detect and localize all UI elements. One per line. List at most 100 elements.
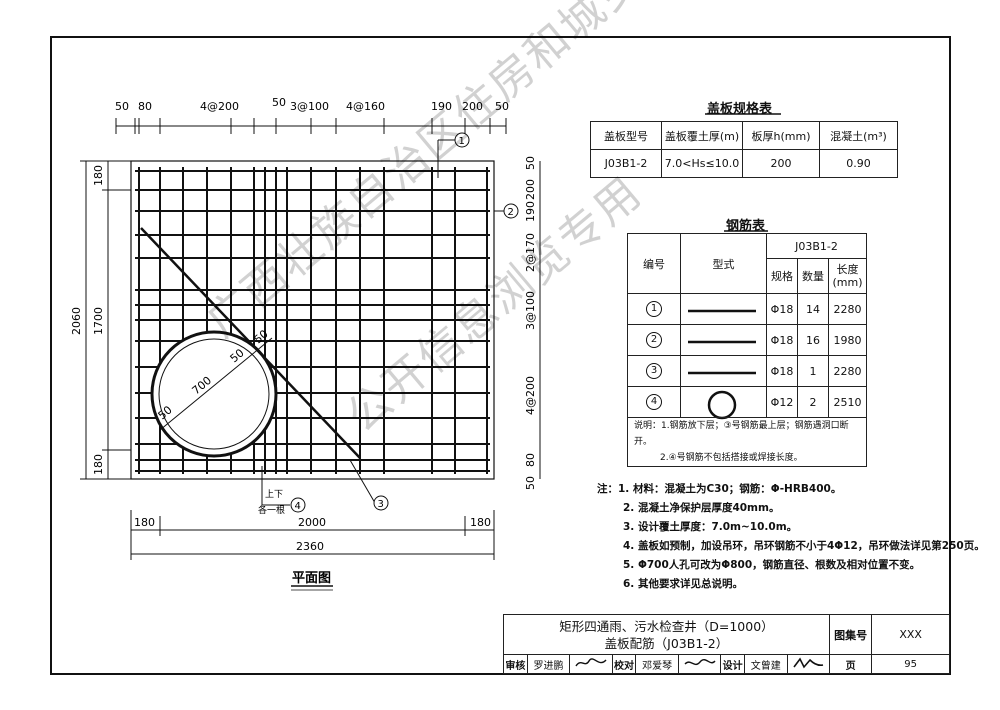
tb-review-sign bbox=[569, 654, 613, 674]
svg-text:1: 1 bbox=[459, 136, 465, 147]
spec-h1: 盖板覆土厚(m) bbox=[661, 121, 743, 150]
dim-right-4: 3@100 bbox=[524, 291, 537, 330]
pull-note-1: 上下 bbox=[265, 489, 283, 500]
note-4: 4. 盖板如预制，加设吊环，吊环钢筋不小于4Φ12，吊环做法详见第250页。 bbox=[623, 540, 985, 552]
rebar-qty-4: 2 bbox=[797, 386, 829, 418]
dim-top-6: 190 bbox=[431, 100, 452, 113]
note-6: 6. 其他要求详见总说明。 bbox=[623, 578, 743, 590]
manhole-inner bbox=[158, 338, 270, 450]
dim-left-total: 2060 bbox=[70, 307, 83, 335]
tb-page-label: 页 bbox=[828, 654, 873, 674]
dim-left-0: 180 bbox=[92, 165, 105, 186]
rebar-no-3: 3 bbox=[627, 355, 681, 387]
rebar-len-2: 1980 bbox=[828, 324, 867, 356]
rebar-h-group: J03B1-2 bbox=[766, 233, 867, 259]
general-notes: 注：1. 材料：混凝土为C30；钢筋：Φ-HRB400。 2. 混凝土净保护层厚… bbox=[597, 480, 985, 594]
rebar-spec-4: Φ12 bbox=[766, 386, 798, 418]
svg-text:3: 3 bbox=[378, 499, 384, 510]
rebar-no-2: 2 bbox=[627, 324, 681, 356]
tb-atlas-no: XXX bbox=[871, 614, 950, 655]
note-5: 5. Φ700人孔可改为Φ800，钢筋直径、根数及相对位置不变。 bbox=[623, 559, 921, 571]
spec-table-title: 盖板规格表 bbox=[707, 102, 773, 117]
rebar-len-4: 2510 bbox=[828, 386, 867, 418]
dim-top-5: 4@160 bbox=[346, 100, 385, 113]
tb-designer: 文曾建 bbox=[744, 654, 788, 674]
rebar-note-2: 2.④号钢筋不包括搭接或焊接长度。 bbox=[660, 453, 803, 463]
dim-right-5: 4@200 bbox=[524, 376, 537, 415]
dim-top-4: 3@100 bbox=[290, 100, 329, 113]
dim-right-6: 80 bbox=[524, 453, 537, 467]
dim-left-2: 180 bbox=[92, 454, 105, 475]
spec-h0: 盖板型号 bbox=[590, 121, 662, 150]
rebar-h-qty: 数量 bbox=[797, 258, 829, 294]
dim-right-2: 190 bbox=[524, 201, 537, 222]
rebar-note-1: 说明：1.钢筋放下层；③号钢筋最上层；钢筋遇洞口断开。 bbox=[634, 421, 849, 447]
dim-top-8: 50 bbox=[495, 100, 509, 113]
note-2: 2. 混凝土净保护层厚度40mm。 bbox=[623, 502, 780, 514]
dim-bottom-1: 2000 bbox=[298, 516, 326, 529]
tb-check-sign bbox=[677, 654, 722, 674]
spec-table: 盖板型号 盖板覆土厚(m) 板厚h(mm) 混凝土(m³) J03B1-2 7.… bbox=[590, 121, 898, 178]
dim-top-3: 50 bbox=[272, 96, 286, 109]
dim-top-1: 80 bbox=[138, 100, 152, 113]
rebar-spec-2: Φ18 bbox=[766, 324, 798, 356]
note-1: 注：1. 材料：混凝土为C30；钢筋：Φ-HRB400。 bbox=[597, 483, 842, 495]
tb-review: 审核 bbox=[503, 654, 528, 674]
rebar-len-3: 2280 bbox=[828, 355, 867, 387]
rebar-len-1: 2280 bbox=[828, 293, 867, 325]
spec-h2: 板厚h(mm) bbox=[742, 121, 820, 150]
spec-r3: 0.90 bbox=[819, 149, 898, 178]
dim-right-1: 200 bbox=[524, 179, 537, 200]
tb-page-no: 95 bbox=[871, 654, 950, 674]
spec-r2: 200 bbox=[742, 149, 820, 178]
dim-right-7: 50 bbox=[524, 476, 537, 490]
rebar-no-1: 1 bbox=[627, 293, 681, 325]
dim-bottom-total: 2360 bbox=[296, 540, 324, 553]
callout-3 bbox=[373, 495, 389, 511]
tb-title-1: 矩形四通雨、污水检查井（D=1000） bbox=[559, 618, 774, 634]
svg-text:4: 4 bbox=[295, 501, 301, 512]
tb-atlas-label: 图集号 bbox=[828, 614, 873, 655]
callout-4 bbox=[290, 497, 306, 513]
svg-text:2: 2 bbox=[508, 207, 514, 218]
tb-reviewer: 罗进鹏 bbox=[526, 654, 571, 674]
hole-dim-line bbox=[159, 337, 273, 431]
callout-2 bbox=[503, 203, 519, 219]
note-3: 3. 设计覆土厚度：7.0m~10.0m。 bbox=[623, 521, 798, 533]
rebar-no-4: 4 bbox=[627, 386, 681, 418]
tb-title-2: 盖板配筋（J03B1-2） bbox=[604, 635, 729, 651]
sheet-frame bbox=[50, 36, 951, 675]
tb-design: 设计 bbox=[720, 654, 746, 674]
rebar-qty-3: 1 bbox=[797, 355, 829, 387]
dim-top-0: 50 bbox=[115, 100, 129, 113]
manhole-hole bbox=[150, 330, 278, 458]
rebar-h-no: 编号 bbox=[627, 233, 681, 294]
dim-right-0: 50 bbox=[524, 156, 537, 170]
tb-design-sign bbox=[786, 654, 830, 674]
rebar-qty-2: 16 bbox=[797, 324, 829, 356]
dim-bottom-2: 180 bbox=[470, 516, 491, 529]
dim-top-7: 200 bbox=[462, 100, 483, 113]
diagonal-bar-3 bbox=[140, 227, 361, 459]
rebar-h-spec: 规格 bbox=[766, 258, 798, 294]
callout-1 bbox=[454, 132, 470, 148]
rebar-spec-1: Φ18 bbox=[766, 293, 798, 325]
rebar-qty-1: 14 bbox=[797, 293, 829, 325]
rebar-spec-3: Φ18 bbox=[766, 355, 798, 387]
dim-right-3: 2@170 bbox=[524, 233, 537, 272]
tb-check: 校对 bbox=[611, 654, 637, 674]
rebar-table-title: 钢筋表 bbox=[726, 219, 766, 234]
rebar-h-len: 长度 (mm) bbox=[828, 258, 867, 294]
slab-outline bbox=[130, 160, 495, 480]
rebar-h-shape: 型式 bbox=[680, 233, 767, 294]
tb-checker: 邓爱琴 bbox=[635, 654, 679, 674]
title-block: 矩形四通雨、污水检查井（D=1000） 盖板配筋（J03B1-2） 图集号 XX… bbox=[503, 614, 950, 674]
dim-top-2: 4@200 bbox=[200, 100, 239, 113]
dim-bottom-0: 180 bbox=[134, 516, 155, 529]
pull-note-2: 各一根 bbox=[258, 504, 285, 516]
plan-title: 平面图 bbox=[292, 571, 331, 586]
dim-left-1: 1700 bbox=[92, 307, 105, 335]
spec-r0: J03B1-2 bbox=[590, 149, 662, 178]
